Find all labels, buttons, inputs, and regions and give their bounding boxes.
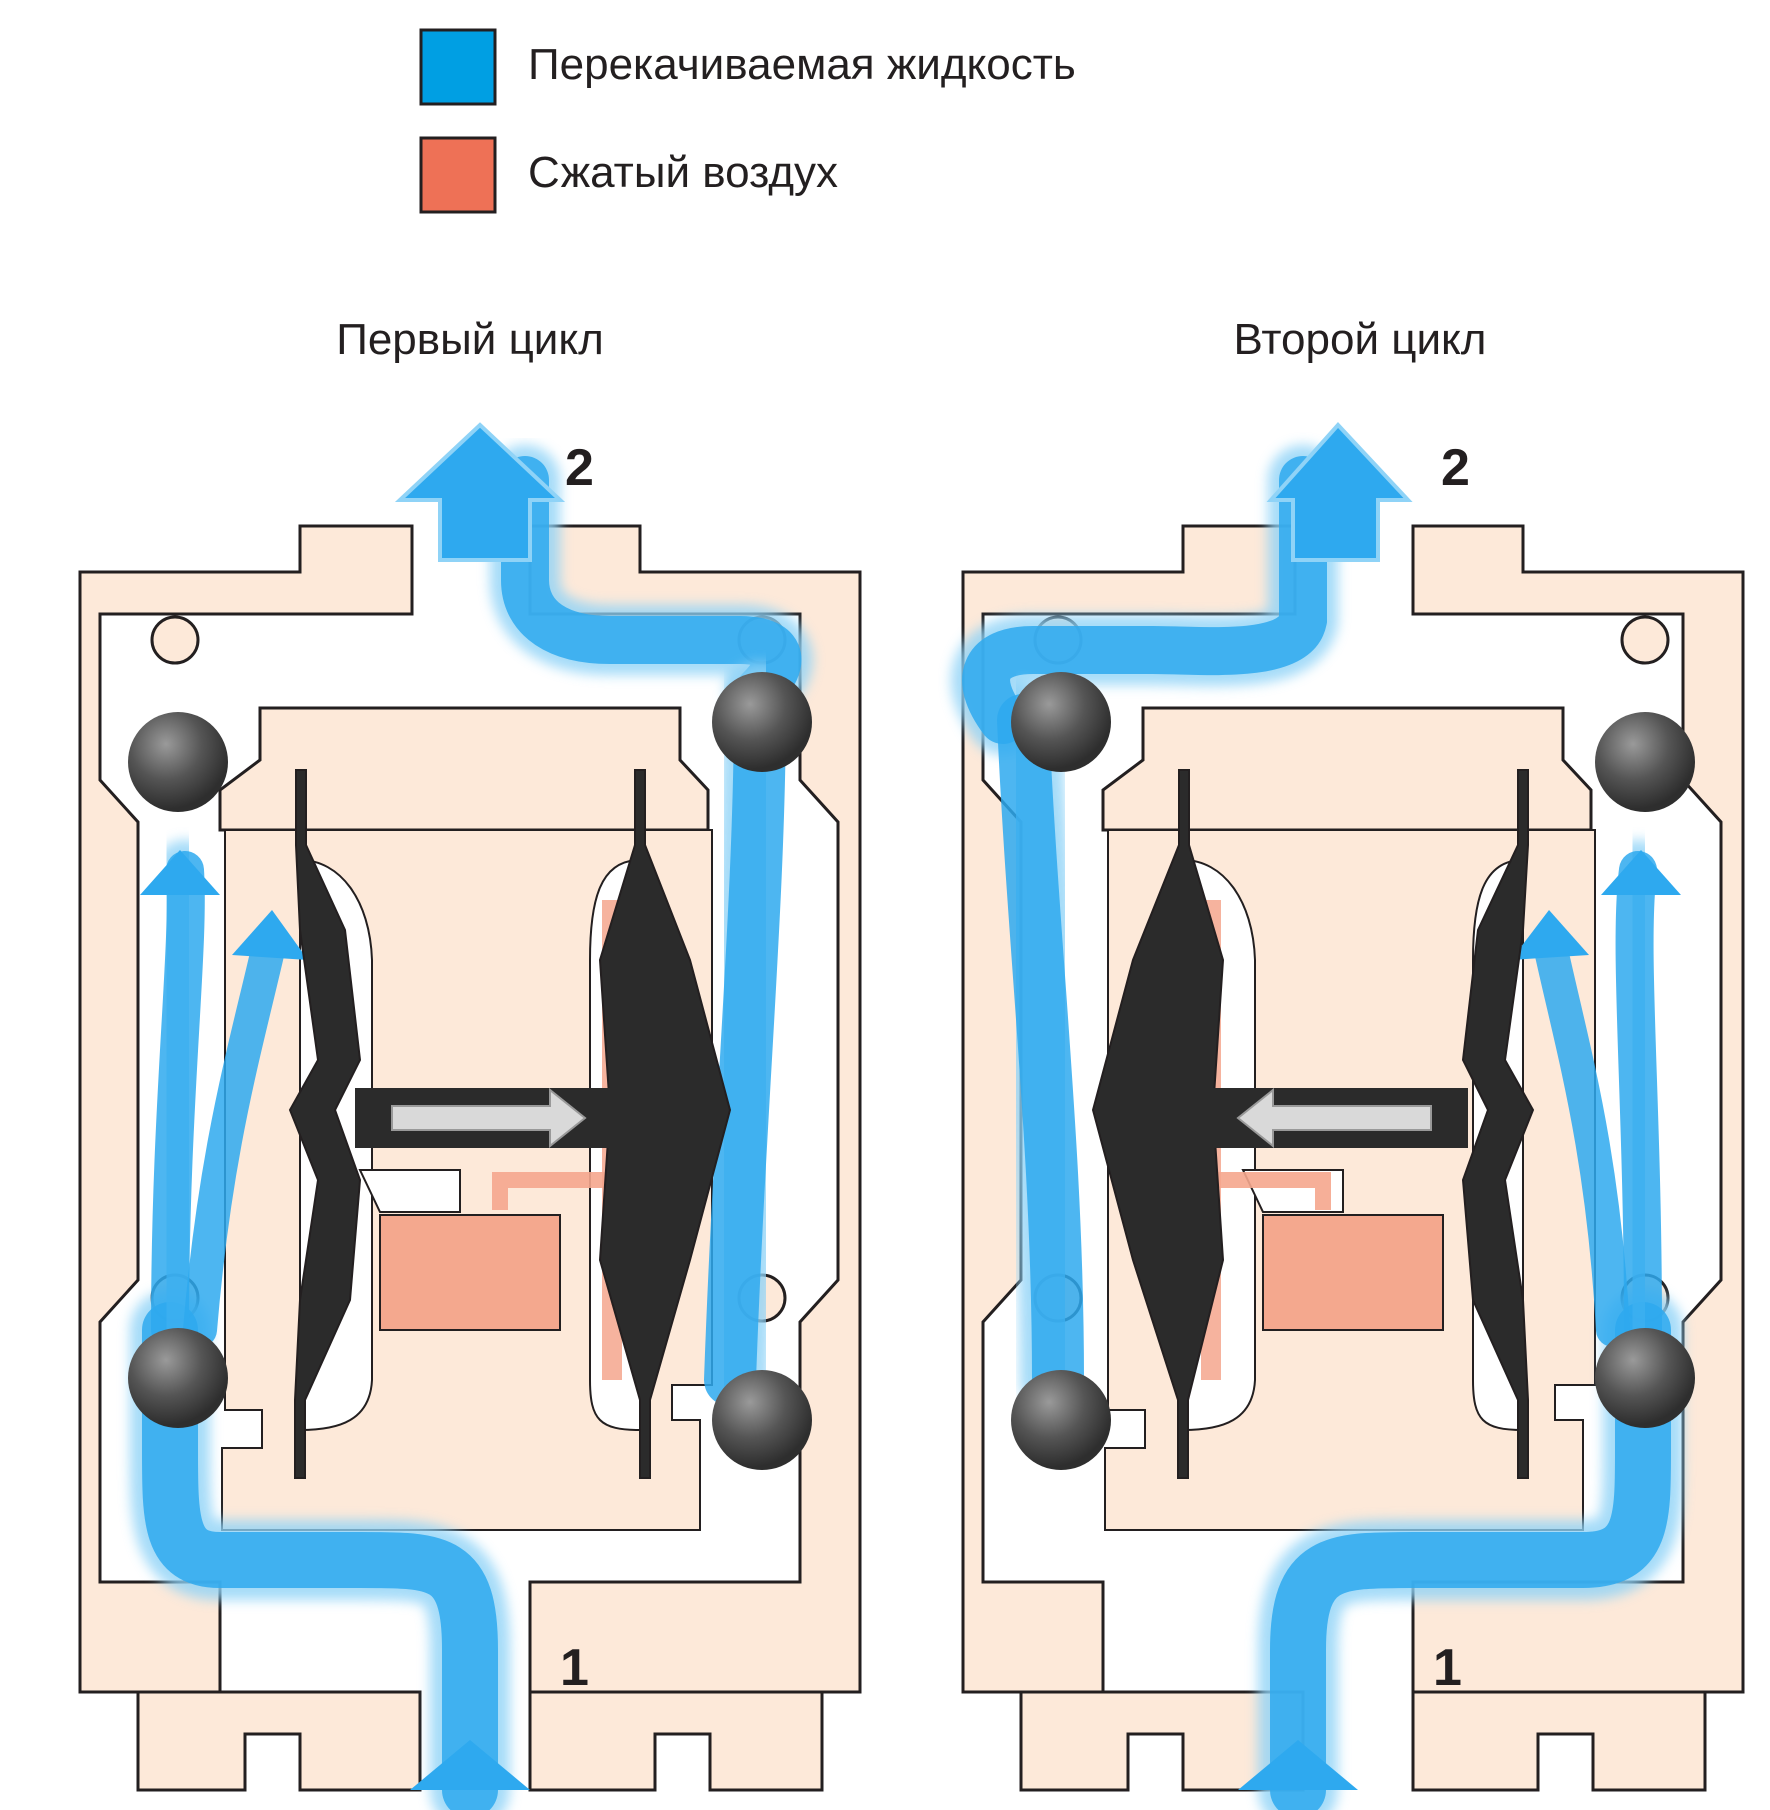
inlet-label-1: 1 bbox=[560, 1639, 589, 1697]
legend: Перекачиваемая жидкость Сжатый воздух bbox=[419, 28, 1076, 214]
check-ball-top-right-2 bbox=[1595, 712, 1695, 812]
air-valve-block-1 bbox=[379, 1214, 561, 1331]
legend-label-air: Сжатый воздух bbox=[528, 148, 838, 197]
check-ball-top-left-1 bbox=[128, 712, 228, 812]
up-arrow-right-2b bbox=[1511, 910, 1589, 960]
inlet-label-2: 1 bbox=[1433, 1639, 1462, 1697]
outlet-label-2: 2 bbox=[1441, 439, 1470, 497]
check-ball-top-left-2 bbox=[1011, 672, 1111, 772]
panel-title-first-cycle: Первый цикл bbox=[336, 315, 604, 364]
up-arrow-left-1b bbox=[232, 910, 308, 960]
inlet-tail-1 bbox=[410, 1740, 530, 1790]
diaphragm-assembly-1 bbox=[288, 769, 732, 1479]
outlet-arrow-2 bbox=[1266, 422, 1413, 562]
check-ball-bottom-left-2 bbox=[1011, 1370, 1111, 1470]
piston-direction-arrow-2 bbox=[1236, 1087, 1432, 1149]
legend-label-fluid: Перекачиваемая жидкость bbox=[528, 40, 1076, 89]
outlet-label-1: 2 bbox=[565, 439, 594, 497]
check-ball-top-right-1 bbox=[712, 672, 812, 772]
legend-item-air: Сжатый воздух bbox=[419, 136, 838, 214]
inlet-tail-2 bbox=[1238, 1740, 1358, 1790]
check-ball-bottom-left-1 bbox=[128, 1328, 228, 1428]
check-ball-bottom-right-1 bbox=[712, 1370, 812, 1470]
panel-title-second-cycle: Второй цикл bbox=[1234, 315, 1487, 364]
panel-second-cycle: 2 1 bbox=[951, 422, 1745, 1810]
panel-first-cycle: 2 1 bbox=[78, 422, 862, 1810]
outlet-arrow-1 bbox=[394, 422, 566, 562]
air-valve-block-2 bbox=[1262, 1214, 1444, 1331]
legend-item-fluid: Перекачиваемая жидкость bbox=[419, 28, 1076, 106]
up-arrow-left-1a bbox=[140, 850, 220, 895]
piston-direction-arrow-1 bbox=[391, 1087, 587, 1149]
up-arrow-right-2a bbox=[1601, 850, 1681, 895]
legend-swatch-air bbox=[419, 136, 497, 214]
fluid-flow-1 bbox=[130, 422, 813, 1810]
fluid-flow-2 bbox=[951, 422, 1683, 1810]
diaphragm-assembly-2 bbox=[1091, 769, 1535, 1479]
legend-swatch-fluid bbox=[419, 28, 497, 106]
check-ball-bottom-right-2 bbox=[1595, 1328, 1695, 1428]
